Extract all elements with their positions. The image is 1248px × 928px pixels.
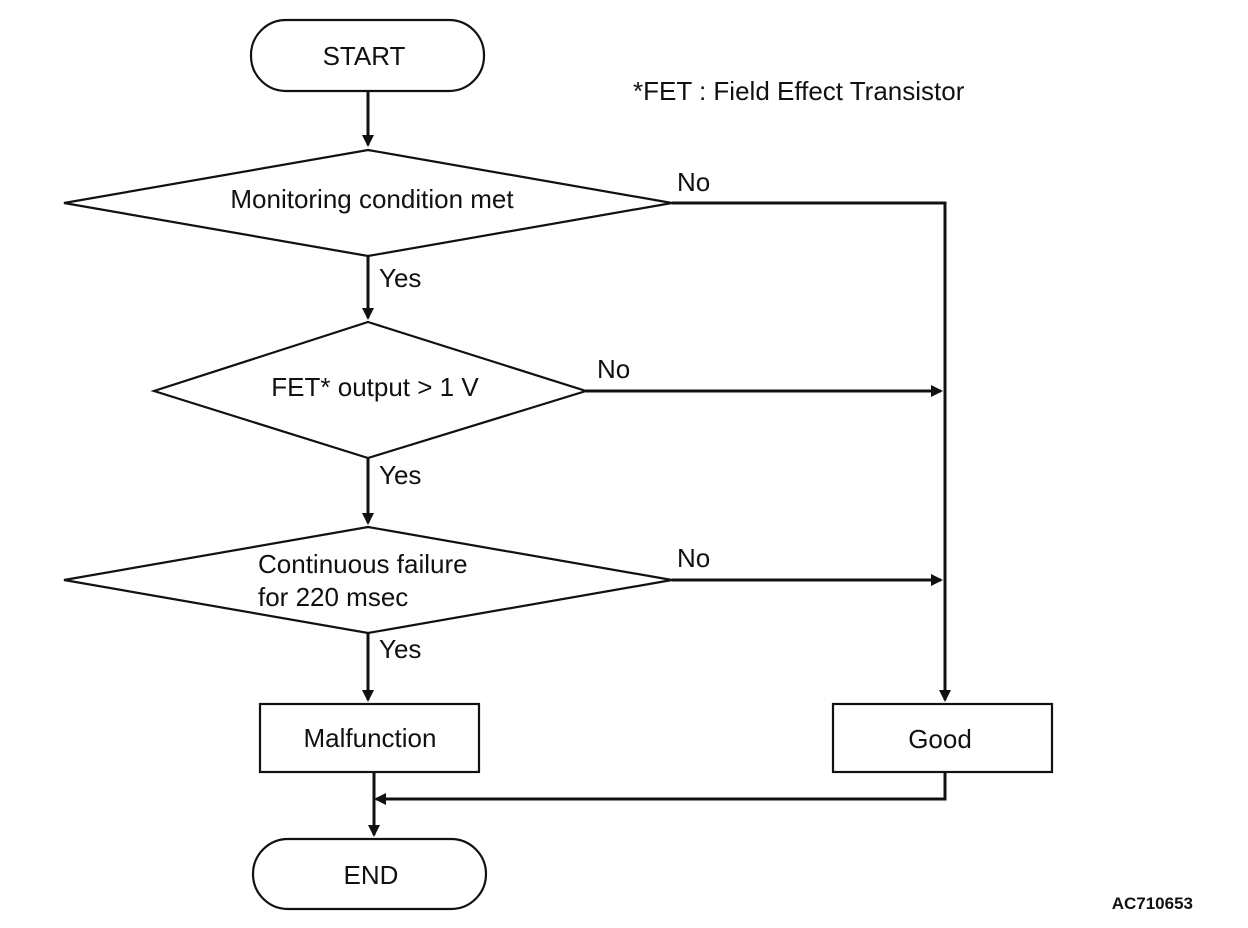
footnote: *FET : Field Effect Transistor: [633, 76, 965, 106]
start-terminal: [249, 18, 486, 93]
continuous-failure-decision: [63, 525, 673, 635]
end-terminal: [251, 837, 488, 911]
continuous-no-label: No: [677, 543, 710, 573]
fet-yes-label: Yes: [379, 460, 421, 490]
malfunction-box: [258, 702, 481, 774]
monitoring-yes-label: Yes: [379, 263, 421, 293]
fet-output-label: FET* output > 1 V: [271, 372, 479, 402]
malfunction-label: Malfunction: [304, 723, 437, 753]
fet-output-decision: [150, 320, 590, 460]
monitoring-condition-decision: [63, 148, 673, 258]
continuous-failure-label-line2: for 220 msec: [258, 582, 408, 612]
connector-monitoring-no: [672, 201, 951, 702]
end-label: END: [344, 860, 399, 890]
monitoring-condition-label: Monitoring condition met: [230, 184, 514, 214]
good-box: [831, 702, 1054, 774]
monitoring-no-label: No: [677, 167, 710, 197]
fet-no-label: No: [597, 354, 630, 384]
continuous-failure-label-line1: Continuous failure: [258, 549, 468, 579]
continuous-yes-label: Yes: [379, 634, 421, 664]
figure-code: AC710653: [1112, 894, 1193, 913]
good-label: Good: [908, 724, 972, 754]
start-label: START: [323, 41, 406, 71]
connector-good-to-end: [374, 772, 947, 805]
